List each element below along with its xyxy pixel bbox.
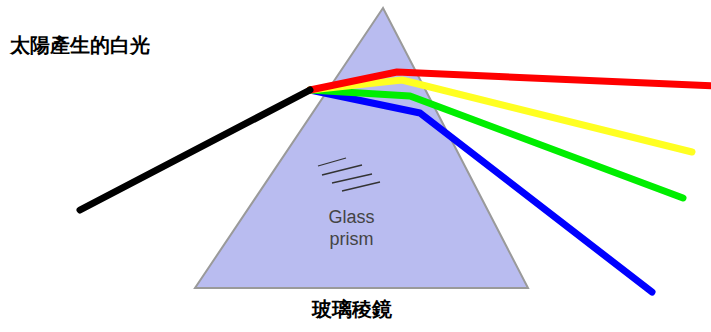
prism-caption: 玻璃稜鏡 <box>312 296 392 323</box>
prism-outline <box>195 8 528 288</box>
light-source-label: 太陽產生的白光 <box>10 32 150 59</box>
prism-label: Glass prism <box>317 206 387 250</box>
prism-node: Glass prism玻璃稜鏡 <box>195 8 528 288</box>
